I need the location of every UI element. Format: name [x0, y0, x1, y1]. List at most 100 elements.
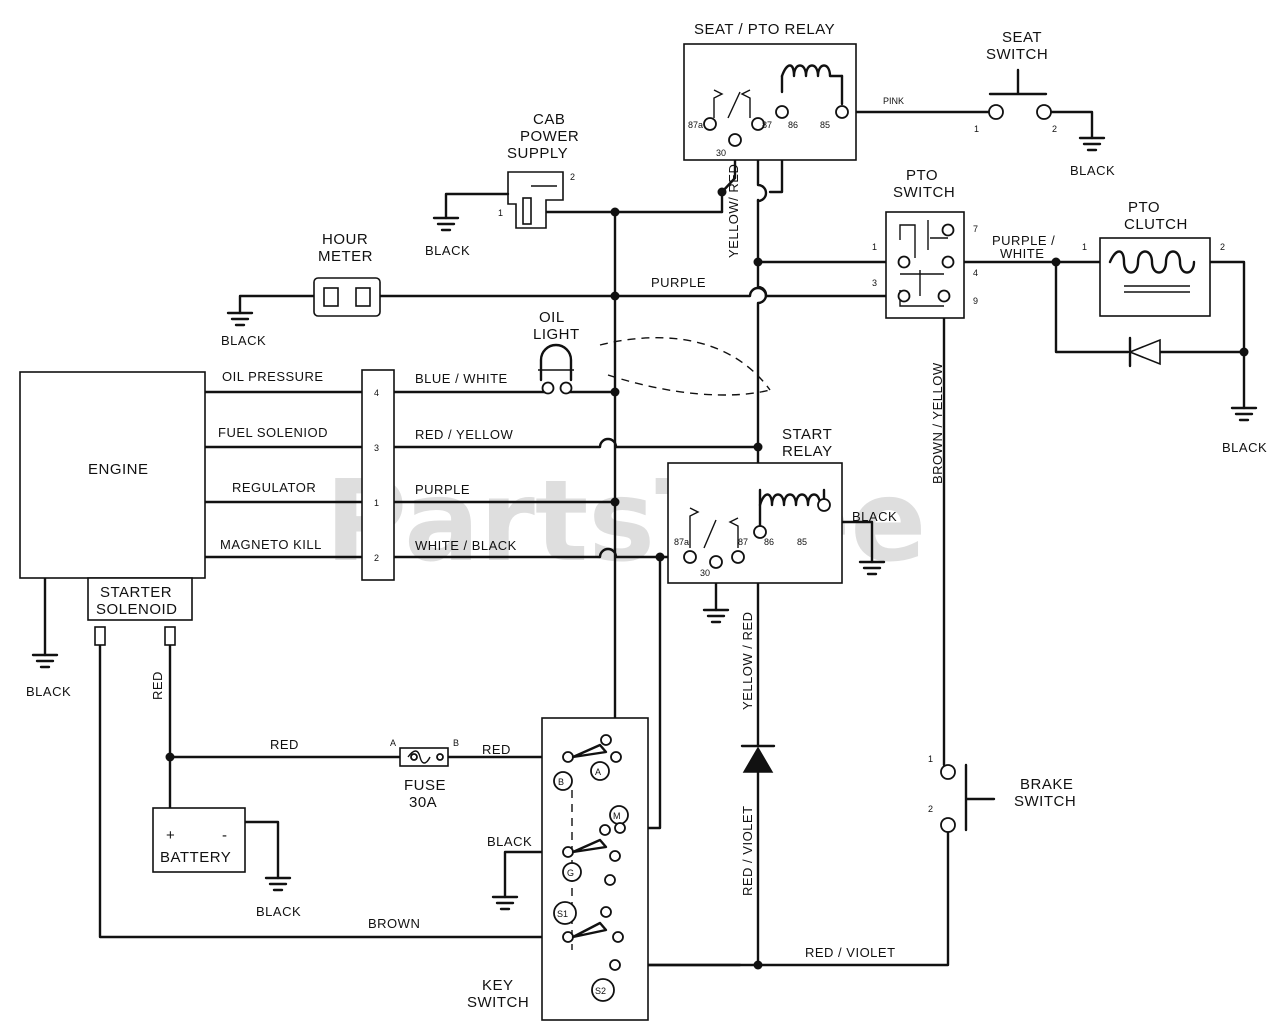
- cab-pin-1: 1: [498, 208, 503, 218]
- seat-relay-pin-85: 85: [820, 120, 830, 130]
- wire-label-white-black: WHITE / BLACK: [415, 538, 517, 553]
- key-position-g: G: [567, 868, 574, 878]
- start-relay: START RELAY 87a 30 87 86 85 BLACK YELLOW…: [667, 426, 897, 710]
- hour-meter: HOUR METER BLACK PURPLE: [221, 231, 706, 348]
- battery-ground-label: BLACK: [256, 904, 301, 919]
- connector-pin-2: 2: [374, 553, 379, 563]
- key-switch: B A M G S1 S2 KEY SWITCH BLACK: [467, 717, 649, 1021]
- pto-switch-label-2: SWITCH: [893, 184, 955, 201]
- wire-label-yellow-red: YELLOW / RED: [740, 612, 755, 710]
- fuse-label-1: FUSE: [404, 777, 446, 794]
- key-ground-wire-label: BLACK: [487, 834, 532, 849]
- engine-connector: 4 3 1 2 BLUE / WHITE RED / YELLOW PURPLE…: [361, 369, 517, 581]
- cab-label-3: SUPPLY: [507, 145, 568, 162]
- cab-pin-2: 2: [570, 172, 575, 182]
- connector-pin-3: 3: [374, 443, 379, 453]
- connector-pin-4: 4: [374, 388, 379, 398]
- battery-minus: -: [222, 827, 228, 844]
- fuse-terminal-a: A: [390, 738, 396, 748]
- key-position-a: A: [595, 767, 601, 777]
- hour-meter-ground-label: BLACK: [221, 333, 266, 348]
- seat-relay-pin-87: 87: [762, 120, 772, 130]
- pto-switch-pin-7: 7: [973, 224, 978, 234]
- battery-plus: +: [166, 827, 175, 844]
- pto-switch-pin-4: 4: [973, 268, 978, 278]
- engine: ENGINE OIL PRESSURE FUEL SOLENIOD REGULA…: [19, 369, 328, 699]
- start-relay-label-1: START: [782, 426, 832, 443]
- key-position-b: B: [558, 777, 564, 787]
- seat-switch-pin-2: 2: [1052, 124, 1057, 134]
- battery: + - BATTERY BLACK: [152, 807, 301, 919]
- pto-clutch-label-1: PTO: [1128, 199, 1160, 216]
- wire-label-red-left: RED: [270, 737, 299, 752]
- seat-pto-relay-label: SEAT / PTO RELAY: [694, 21, 835, 38]
- cab-label-1: CAB: [533, 111, 565, 128]
- key-position-m: M: [613, 811, 621, 821]
- oil-light-label-2: LIGHT: [533, 326, 580, 343]
- cab-label-2: POWER: [520, 128, 579, 145]
- start-relay-wire-black: BLACK: [852, 509, 897, 524]
- hour-meter-label-1: HOUR: [322, 231, 368, 248]
- brake-switch: 1 2 BRAKE SWITCH: [928, 754, 1076, 833]
- key-switch-label-1: KEY: [482, 977, 514, 994]
- connector-pin-1: 1: [374, 498, 379, 508]
- lead-magneto-kill: MAGNETO KILL: [220, 537, 322, 552]
- pto-clutch-ground-label: BLACK: [1222, 440, 1267, 455]
- wire-label-purple-top: PURPLE: [651, 275, 706, 290]
- wire-label-red-right: RED: [482, 742, 511, 757]
- lead-regulator: REGULATOR: [232, 480, 316, 495]
- engine-ground-label: BLACK: [26, 684, 71, 699]
- diode: RED / VIOLET RED / VIOLET: [740, 744, 896, 960]
- wire-label-brown-yellow: BROWN / YELLOW: [930, 362, 945, 484]
- wire-label-brown: BROWN: [368, 916, 420, 931]
- wires: [43, 103, 1246, 967]
- wire-label-purple: PURPLE: [415, 482, 470, 497]
- pto-clutch-label-2: CLUTCH: [1124, 216, 1188, 233]
- fuse: A B FUSE 30A RED: [390, 738, 511, 811]
- start-relay-pin-30: 30: [700, 568, 710, 578]
- lead-oil-pressure: OIL PRESSURE: [222, 369, 324, 384]
- seat-ground-label: BLACK: [1070, 163, 1115, 178]
- start-relay-pin-85: 85: [797, 537, 807, 547]
- starter-solenoid-label-2: SOLENOID: [96, 601, 178, 618]
- cab-ground-label: BLACK: [425, 243, 470, 258]
- oil-light: OIL LIGHT: [533, 309, 580, 395]
- brake-switch-label-1: BRAKE: [1020, 776, 1073, 793]
- seat-switch-pin-1: 1: [974, 124, 979, 134]
- seat-switch-label-1: SEAT: [1002, 29, 1042, 46]
- key-position-s2: S2: [595, 986, 606, 996]
- wire-label-red-vertical: RED: [150, 671, 165, 700]
- wire-label-red-yellow: RED / YELLOW: [415, 427, 513, 442]
- wire-label-purple-white-1: PURPLE /: [992, 233, 1055, 248]
- pto-switch: PTO SWITCH 1 3 7 4 9 BROWN / YELLOW: [872, 167, 978, 484]
- pto-switch-pin-9: 9: [973, 296, 978, 306]
- starter-solenoid: STARTER SOLENOID RED RED BROWN: [87, 577, 420, 931]
- start-relay-pin-87a: 87a: [674, 537, 689, 547]
- oil-light-bracket: [599, 337, 771, 396]
- battery-label: BATTERY: [160, 849, 231, 866]
- wire-label-red-violet: RED / VIOLET: [805, 945, 896, 960]
- start-relay-label-2: RELAY: [782, 443, 833, 460]
- seat-relay-pin-86: 86: [788, 120, 798, 130]
- pto-switch-pin-3: 3: [872, 278, 877, 288]
- seat-switch-label-2: SWITCH: [986, 46, 1048, 63]
- start-relay-pin-86: 86: [764, 537, 774, 547]
- brake-switch-label-2: SWITCH: [1014, 793, 1076, 810]
- engine-label: ENGINE: [88, 461, 149, 478]
- fuse-terminal-b: B: [453, 738, 459, 748]
- junction-dots: [165, 187, 1249, 970]
- seat-relay-pin-87a: 87a: [688, 120, 703, 130]
- start-relay-pin-87: 87: [738, 537, 748, 547]
- pto-clutch-pin-2: 2: [1220, 242, 1225, 252]
- key-position-s1: S1: [557, 909, 568, 919]
- wire-label-red-violet-vertical: RED / VIOLET: [740, 805, 755, 896]
- pto-clutch: PTO CLUTCH PURPLE / WHITE 1 2 BLACK: [992, 199, 1267, 455]
- wire-label-blue-white: BLUE / WHITE: [415, 371, 508, 386]
- seat-pto-relay: SEAT / PTO RELAY 87a 30 87 86 85: [683, 21, 857, 161]
- wire-label-purple-white-2: WHITE: [1000, 246, 1044, 261]
- brake-switch-pin-2: 2: [928, 804, 933, 814]
- seat-relay-pin-30: 30: [716, 148, 726, 158]
- key-switch-label-2: SWITCH: [467, 994, 529, 1011]
- seat-switch: SEAT SWITCH 1 2 PINK BLACK: [883, 29, 1115, 178]
